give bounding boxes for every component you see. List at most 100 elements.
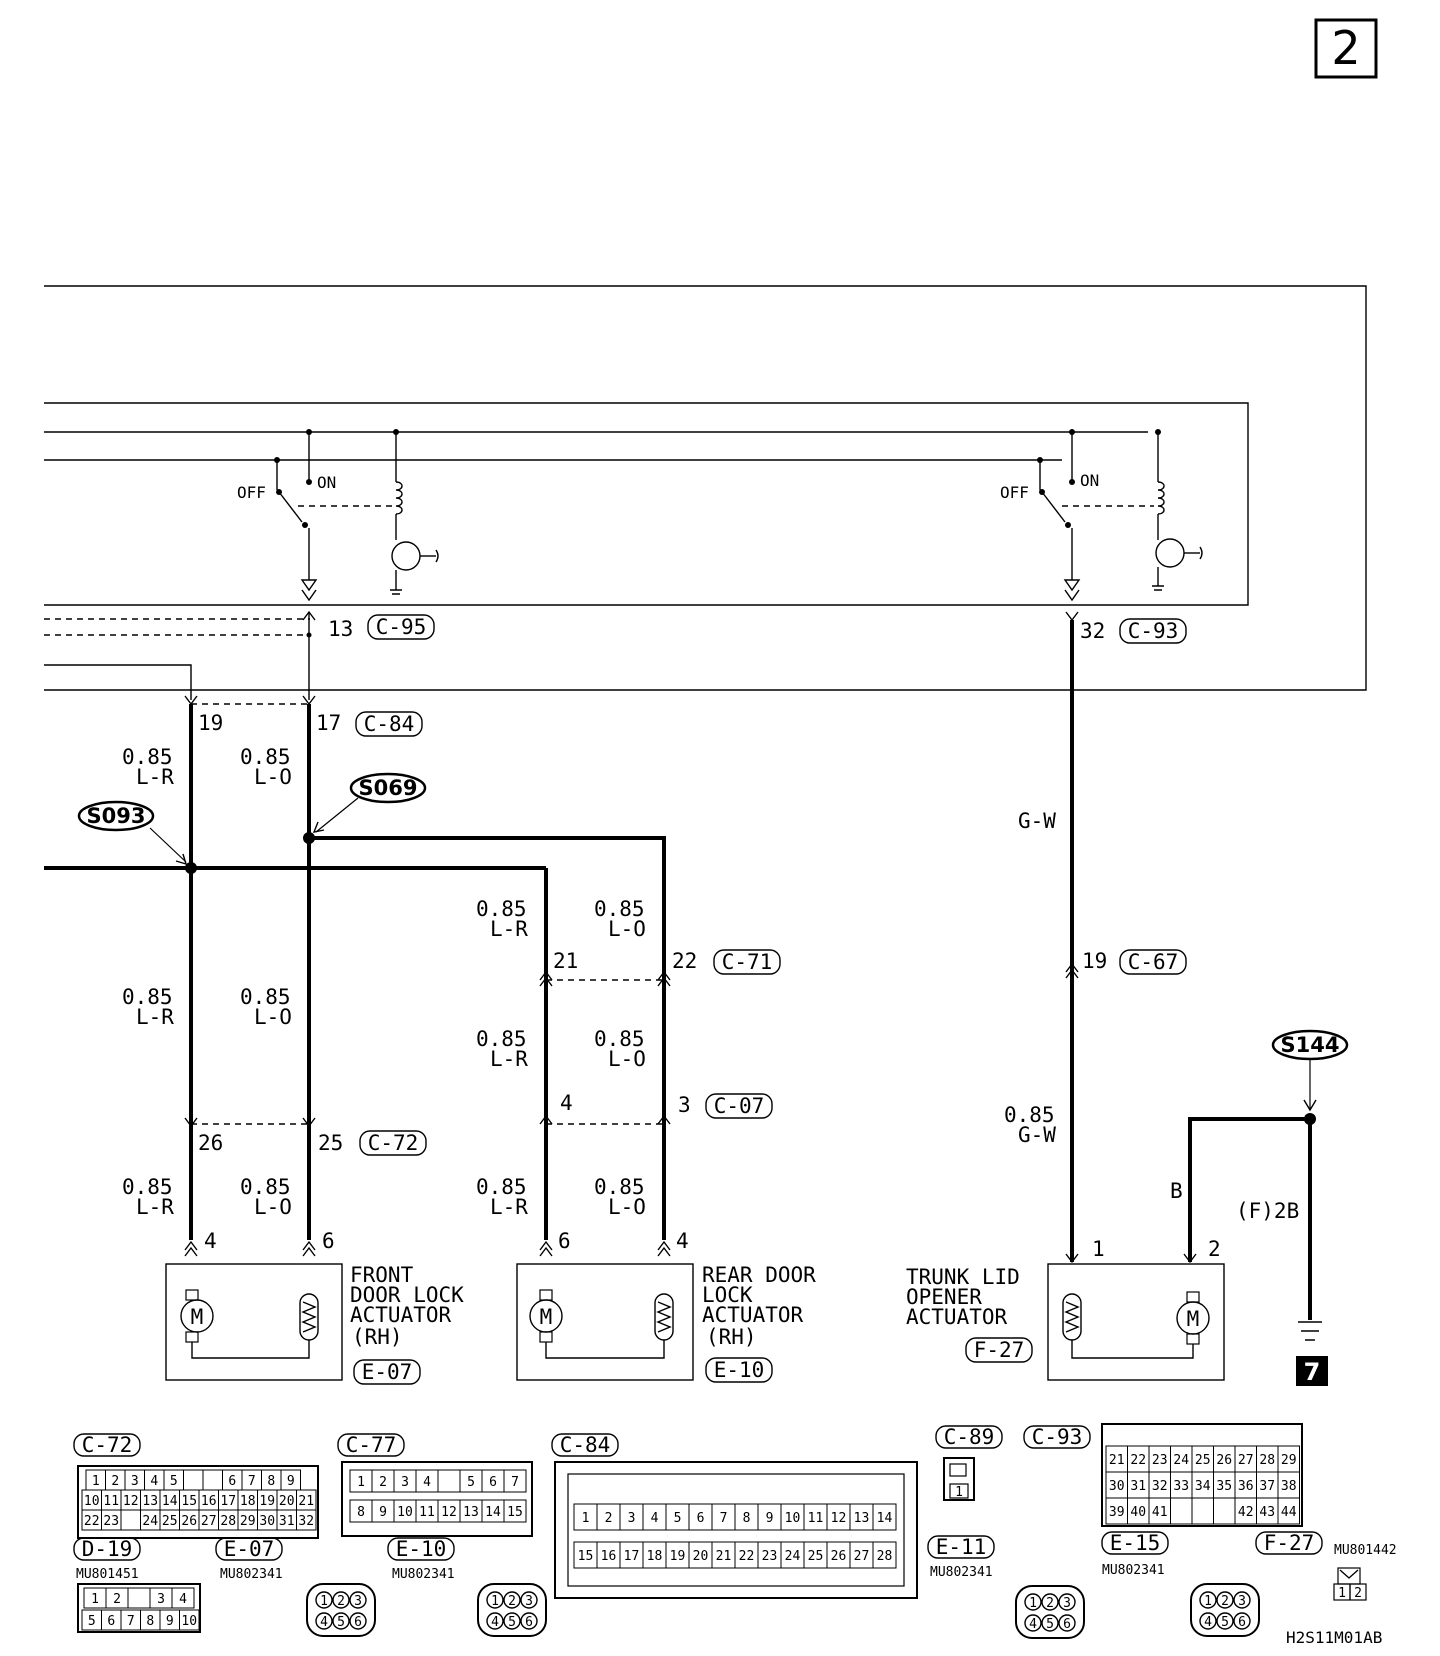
pin-number: 27 xyxy=(1238,1453,1254,1468)
pin-number: 37 xyxy=(1259,1479,1275,1494)
pin-number: 30 xyxy=(1109,1479,1125,1494)
pin-cell xyxy=(437,1469,461,1493)
svg-text:E-10: E-10 xyxy=(396,1537,447,1561)
pin-number: 2 xyxy=(379,1475,387,1490)
svg-text:L-O: L-O xyxy=(608,917,646,941)
pin-number: 13 xyxy=(142,1494,158,1509)
round-pin-number: 3 xyxy=(1063,1596,1071,1611)
svg-text:S093: S093 xyxy=(87,804,146,828)
pin-number: 43 xyxy=(1259,1505,1275,1520)
round-pin-number: 6 xyxy=(525,1615,533,1630)
pin-number: 1 xyxy=(582,1511,590,1526)
pin-number: 5 xyxy=(467,1475,475,1490)
pin-number: 26 xyxy=(1216,1453,1232,1468)
svg-text:MU802341: MU802341 xyxy=(1102,1563,1165,1578)
svg-text:E-10: E-10 xyxy=(714,1358,765,1382)
pin-cell xyxy=(183,1469,204,1491)
round-connector-body xyxy=(477,1583,547,1637)
pin-cell xyxy=(179,1609,200,1631)
pin-number: 10 xyxy=(84,1494,100,1509)
pin-number: 2 xyxy=(605,1511,613,1526)
pin-number: 44 xyxy=(1281,1505,1297,1520)
svg-text:MU801451: MU801451 xyxy=(76,1567,139,1582)
connector-c95-label: 13 C-95 xyxy=(302,610,435,700)
svg-text:26: 26 xyxy=(198,1131,223,1155)
svg-text:0.85: 0.85 xyxy=(240,745,291,769)
round-pin xyxy=(332,1591,350,1609)
pin-number: 8 xyxy=(267,1474,275,1489)
svg-text:L-R: L-R xyxy=(490,917,528,941)
round-pin xyxy=(1199,1612,1217,1630)
round-pin-number: 6 xyxy=(354,1615,362,1630)
pin-number: 7 xyxy=(720,1511,728,1526)
round-pin-number: 4 xyxy=(491,1615,499,1630)
pin-number: 23 xyxy=(103,1514,119,1529)
round-pin xyxy=(1024,1614,1042,1632)
round-pin-number: 2 xyxy=(1221,1594,1229,1609)
svg-text:4: 4 xyxy=(204,1229,217,1253)
pin-number: 7 xyxy=(511,1475,519,1490)
pin-number: 15 xyxy=(507,1505,523,1520)
pin-number: 2 xyxy=(113,1592,121,1607)
svg-text:C-72: C-72 xyxy=(82,1433,133,1457)
svg-text:G-W: G-W xyxy=(1018,1123,1056,1147)
pin-number: 32 xyxy=(298,1514,314,1529)
svg-text:L-R: L-R xyxy=(490,1047,528,1071)
actuator-rear-door: 6 4 M REAR DOOR LOCK ACTUATOR (RH) E-10 xyxy=(516,1229,816,1383)
pin-number: 19 xyxy=(259,1494,275,1509)
round-pin-number: 2 xyxy=(508,1594,516,1609)
svg-text:19: 19 xyxy=(1082,949,1107,973)
svg-text:0.85: 0.85 xyxy=(240,985,291,1009)
round-pin-number: 5 xyxy=(337,1615,345,1630)
svg-text:L-O: L-O xyxy=(254,765,292,789)
round-pin-number: 5 xyxy=(508,1615,516,1630)
svg-text:2: 2 xyxy=(1208,1237,1221,1261)
pin-number: 32 xyxy=(1152,1479,1168,1494)
svg-text:ACTUATOR: ACTUATOR xyxy=(350,1303,452,1327)
pin-cell xyxy=(171,1587,195,1609)
wire-labels-rear: 0.85 L-R 0.85 L-O 0.85 L-R 0.85 L-O 0.85… xyxy=(476,897,646,1219)
round-pin-number: 2 xyxy=(337,1594,345,1609)
pin-cell xyxy=(872,1503,897,1531)
pin-cell xyxy=(296,1509,317,1531)
pin-cell xyxy=(120,1509,141,1531)
pin-number: 26 xyxy=(181,1514,197,1529)
pin-number: 31 xyxy=(1130,1479,1146,1494)
pin-number: 20 xyxy=(279,1494,295,1509)
svg-text:3: 3 xyxy=(678,1093,691,1117)
pin-number: 26 xyxy=(831,1549,847,1564)
round-pin-number: 1 xyxy=(491,1594,499,1609)
pin-number: 21 xyxy=(298,1494,314,1509)
svg-text:L-R: L-R xyxy=(136,1195,174,1219)
round-pin-number: 5 xyxy=(1046,1617,1054,1632)
relay-1-off-label: OFF xyxy=(237,483,266,502)
round-pin-number: 2 xyxy=(1046,1596,1054,1611)
pin-number: 7 xyxy=(127,1614,135,1629)
round-pin xyxy=(1058,1593,1076,1611)
round-pin xyxy=(1199,1591,1217,1609)
c93-pin: 32 xyxy=(1080,619,1105,643)
round-pin xyxy=(1216,1591,1234,1609)
svg-text:S144: S144 xyxy=(1281,1033,1340,1057)
round-pin-number: 3 xyxy=(354,1594,362,1609)
pin-number: 22 xyxy=(739,1549,755,1564)
round-pin-number: 4 xyxy=(1204,1615,1212,1630)
trunk-wiring: G-W 19 C-67 0.85 G-W B (F)2B 7 xyxy=(1004,620,1328,1386)
svg-text:0.85: 0.85 xyxy=(122,1175,173,1199)
pin-number: 8 xyxy=(146,1614,154,1629)
svg-text:E-11: E-11 xyxy=(936,1535,987,1559)
svg-text:G-W: G-W xyxy=(1018,809,1056,833)
pin-number: 24 xyxy=(785,1549,801,1564)
pin-cell xyxy=(127,1587,151,1609)
pin-number: 6 xyxy=(489,1475,497,1490)
pin-number: 42 xyxy=(1238,1505,1254,1520)
pin-number: 11 xyxy=(419,1505,435,1520)
pin-number: 9 xyxy=(379,1505,387,1520)
pin-number: 7 xyxy=(248,1474,256,1489)
pin-number: 11 xyxy=(103,1494,119,1509)
pin-number: 10 xyxy=(181,1614,197,1629)
round-pin-number: 1 xyxy=(1029,1596,1037,1611)
splice-s144: S144 xyxy=(1271,1029,1349,1112)
